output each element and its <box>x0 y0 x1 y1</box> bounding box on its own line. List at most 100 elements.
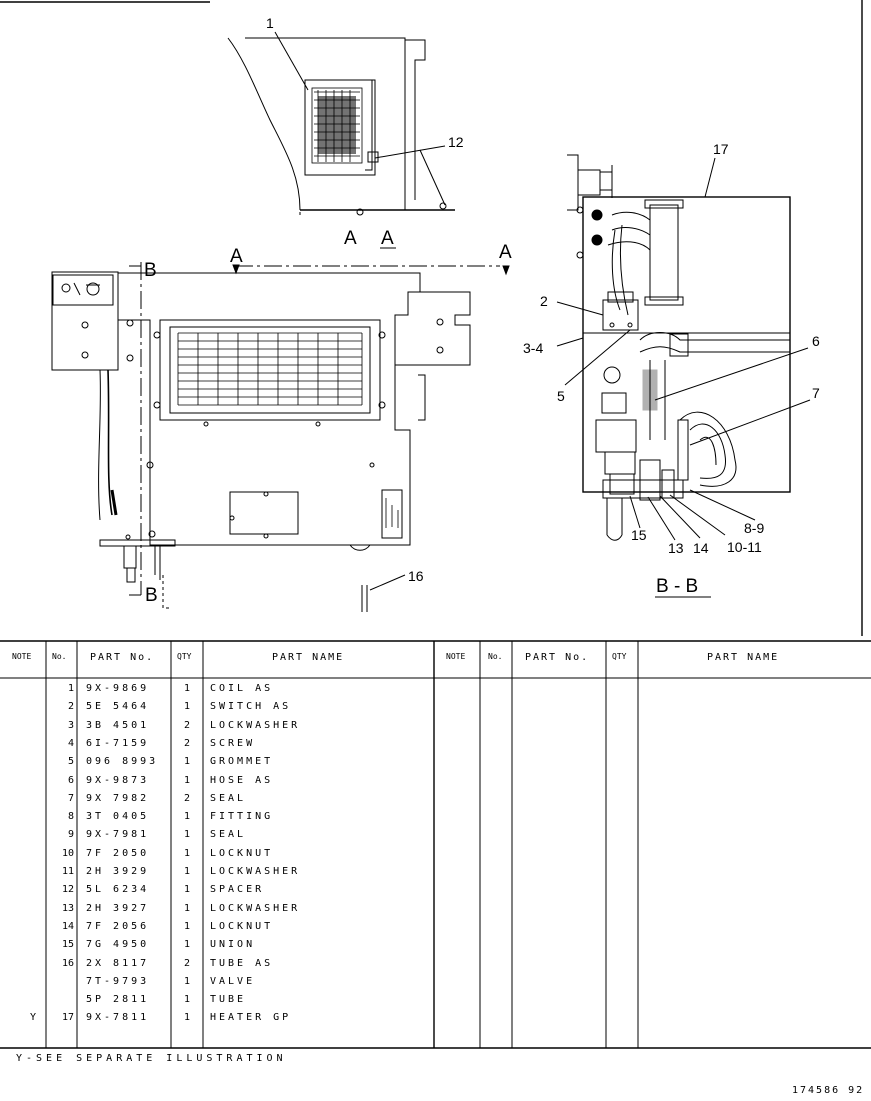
row-part-name: VALVE <box>210 975 256 987</box>
row-part-name: HEATER GP <box>210 1012 292 1024</box>
row-qty: 1 <box>183 847 191 859</box>
row-part-no: 7F 2056 <box>86 920 150 932</box>
row-item-no: 12 <box>61 884 74 896</box>
header-note: NOTE <box>12 652 32 661</box>
table-row: 3 3B 4501 2 LOCKWASHER <box>0 717 871 735</box>
row-part-name: LOCKNUT <box>210 847 274 859</box>
row-part-name: LOCKWASHER <box>210 866 301 877</box>
callout-7: 7 <box>812 385 820 401</box>
row-part-name: SEAL <box>210 792 247 804</box>
row-part-no: 6I-7159 <box>86 737 150 749</box>
row-qty: 2 <box>183 792 191 804</box>
row-qty: 1 <box>183 1012 191 1024</box>
row-qty: 2 <box>183 957 191 969</box>
row-part-no: 096 8993 <box>86 756 159 768</box>
callout-15: 15 <box>631 527 647 543</box>
row-part-no: 9X-7981 <box>86 829 150 841</box>
row-part-name: TUBE AS <box>210 957 274 969</box>
header-part-no-right: PART No. <box>525 652 590 663</box>
row-item-no: 1 <box>67 683 74 694</box>
row-part-no: 2H 3927 <box>86 902 150 914</box>
callout-13: 13 <box>668 540 684 556</box>
row-part-name: LOCKNUT <box>210 920 274 932</box>
row-qty: 1 <box>183 829 191 841</box>
row-item-no: 7 <box>67 792 74 804</box>
row-part-name: COIL AS <box>210 683 274 694</box>
row-item-no: 3 <box>67 719 74 731</box>
row-qty: 1 <box>183 939 191 951</box>
coil-block <box>311 87 363 164</box>
section-label-a-right: A <box>381 228 394 249</box>
row-item-no: 14 <box>61 920 74 932</box>
front-view <box>51 262 510 612</box>
row-qty: 1 <box>183 884 191 896</box>
callout-14: 14 <box>693 540 709 556</box>
parts-table-grid <box>0 640 871 1049</box>
callout-1: 1 <box>266 15 274 31</box>
callout-2: 2 <box>540 293 548 309</box>
row-qty: 2 <box>183 737 191 749</box>
row-part-no: 5P 2811 <box>86 994 150 1006</box>
table-row: 7 9X 7982 2 SEAL <box>0 790 871 808</box>
row-qty: 1 <box>183 683 191 694</box>
row-part-no: 9X-9869 <box>86 683 150 694</box>
row-part-no: 3B 4501 <box>86 719 150 731</box>
header-no-right: No. <box>488 652 503 661</box>
row-qty: 1 <box>183 756 191 768</box>
row-part-name: FITTING <box>210 811 274 823</box>
row-part-name: SWITCH AS <box>210 701 292 713</box>
row-part-no: 7T-9793 <box>86 975 150 987</box>
callout-5: 5 <box>557 388 565 404</box>
row-part-no: 2H 3929 <box>86 866 150 877</box>
row-item-no: 5 <box>67 756 74 768</box>
grille-slots <box>177 332 363 406</box>
header-part-name-right: PART NAME <box>707 652 780 663</box>
row-part-name: LOCKWASHER <box>210 719 301 731</box>
view-b-b <box>556 154 811 541</box>
view-a-a <box>227 31 455 216</box>
row-item-no: 8 <box>67 811 74 823</box>
header-no: No. <box>52 652 67 661</box>
parts-illustration: 1 12 A A <box>0 0 863 636</box>
row-item-no: 6 <box>67 774 74 786</box>
row-part-name: LOCKWASHER <box>210 902 301 914</box>
row-item-no: 11 <box>61 866 74 877</box>
row-qty: 1 <box>183 994 191 1006</box>
header-note-right: NOTE <box>446 652 466 661</box>
row-qty: 1 <box>183 701 191 713</box>
header-part-name: PART NAME <box>272 652 345 663</box>
row-part-name: HOSE AS <box>210 774 274 786</box>
row-item-no: 4 <box>67 737 74 749</box>
row-qty: 2 <box>183 719 191 731</box>
callout-17: 17 <box>713 141 729 157</box>
row-qty: 1 <box>183 811 191 823</box>
callout-12: 12 <box>448 134 464 150</box>
table-row: 5 096 8993 1 GROMMET <box>0 753 871 771</box>
row-part-no: 9X 7982 <box>86 792 150 804</box>
section-arrow-b-bottom: B <box>145 585 158 606</box>
table-row: 11 2H 3929 1 LOCKWASHER <box>0 863 871 881</box>
section-label-b-b: B - B <box>656 576 698 597</box>
row-part-name: GROMMET <box>210 756 274 768</box>
table-row: 1 9X-9869 1 COIL AS <box>0 680 871 698</box>
row-item-no: 10 <box>61 847 74 859</box>
row-qty: 1 <box>183 920 191 932</box>
drawing-number: 174586 92 <box>792 1085 865 1096</box>
callout-8-9: 8-9 <box>744 520 764 536</box>
section-label-a-left: A <box>344 228 357 249</box>
callout-16: 16 <box>408 568 424 584</box>
row-qty: 1 <box>183 866 191 877</box>
row-qty: 1 <box>183 774 191 786</box>
header-qty: QTY <box>177 652 192 661</box>
